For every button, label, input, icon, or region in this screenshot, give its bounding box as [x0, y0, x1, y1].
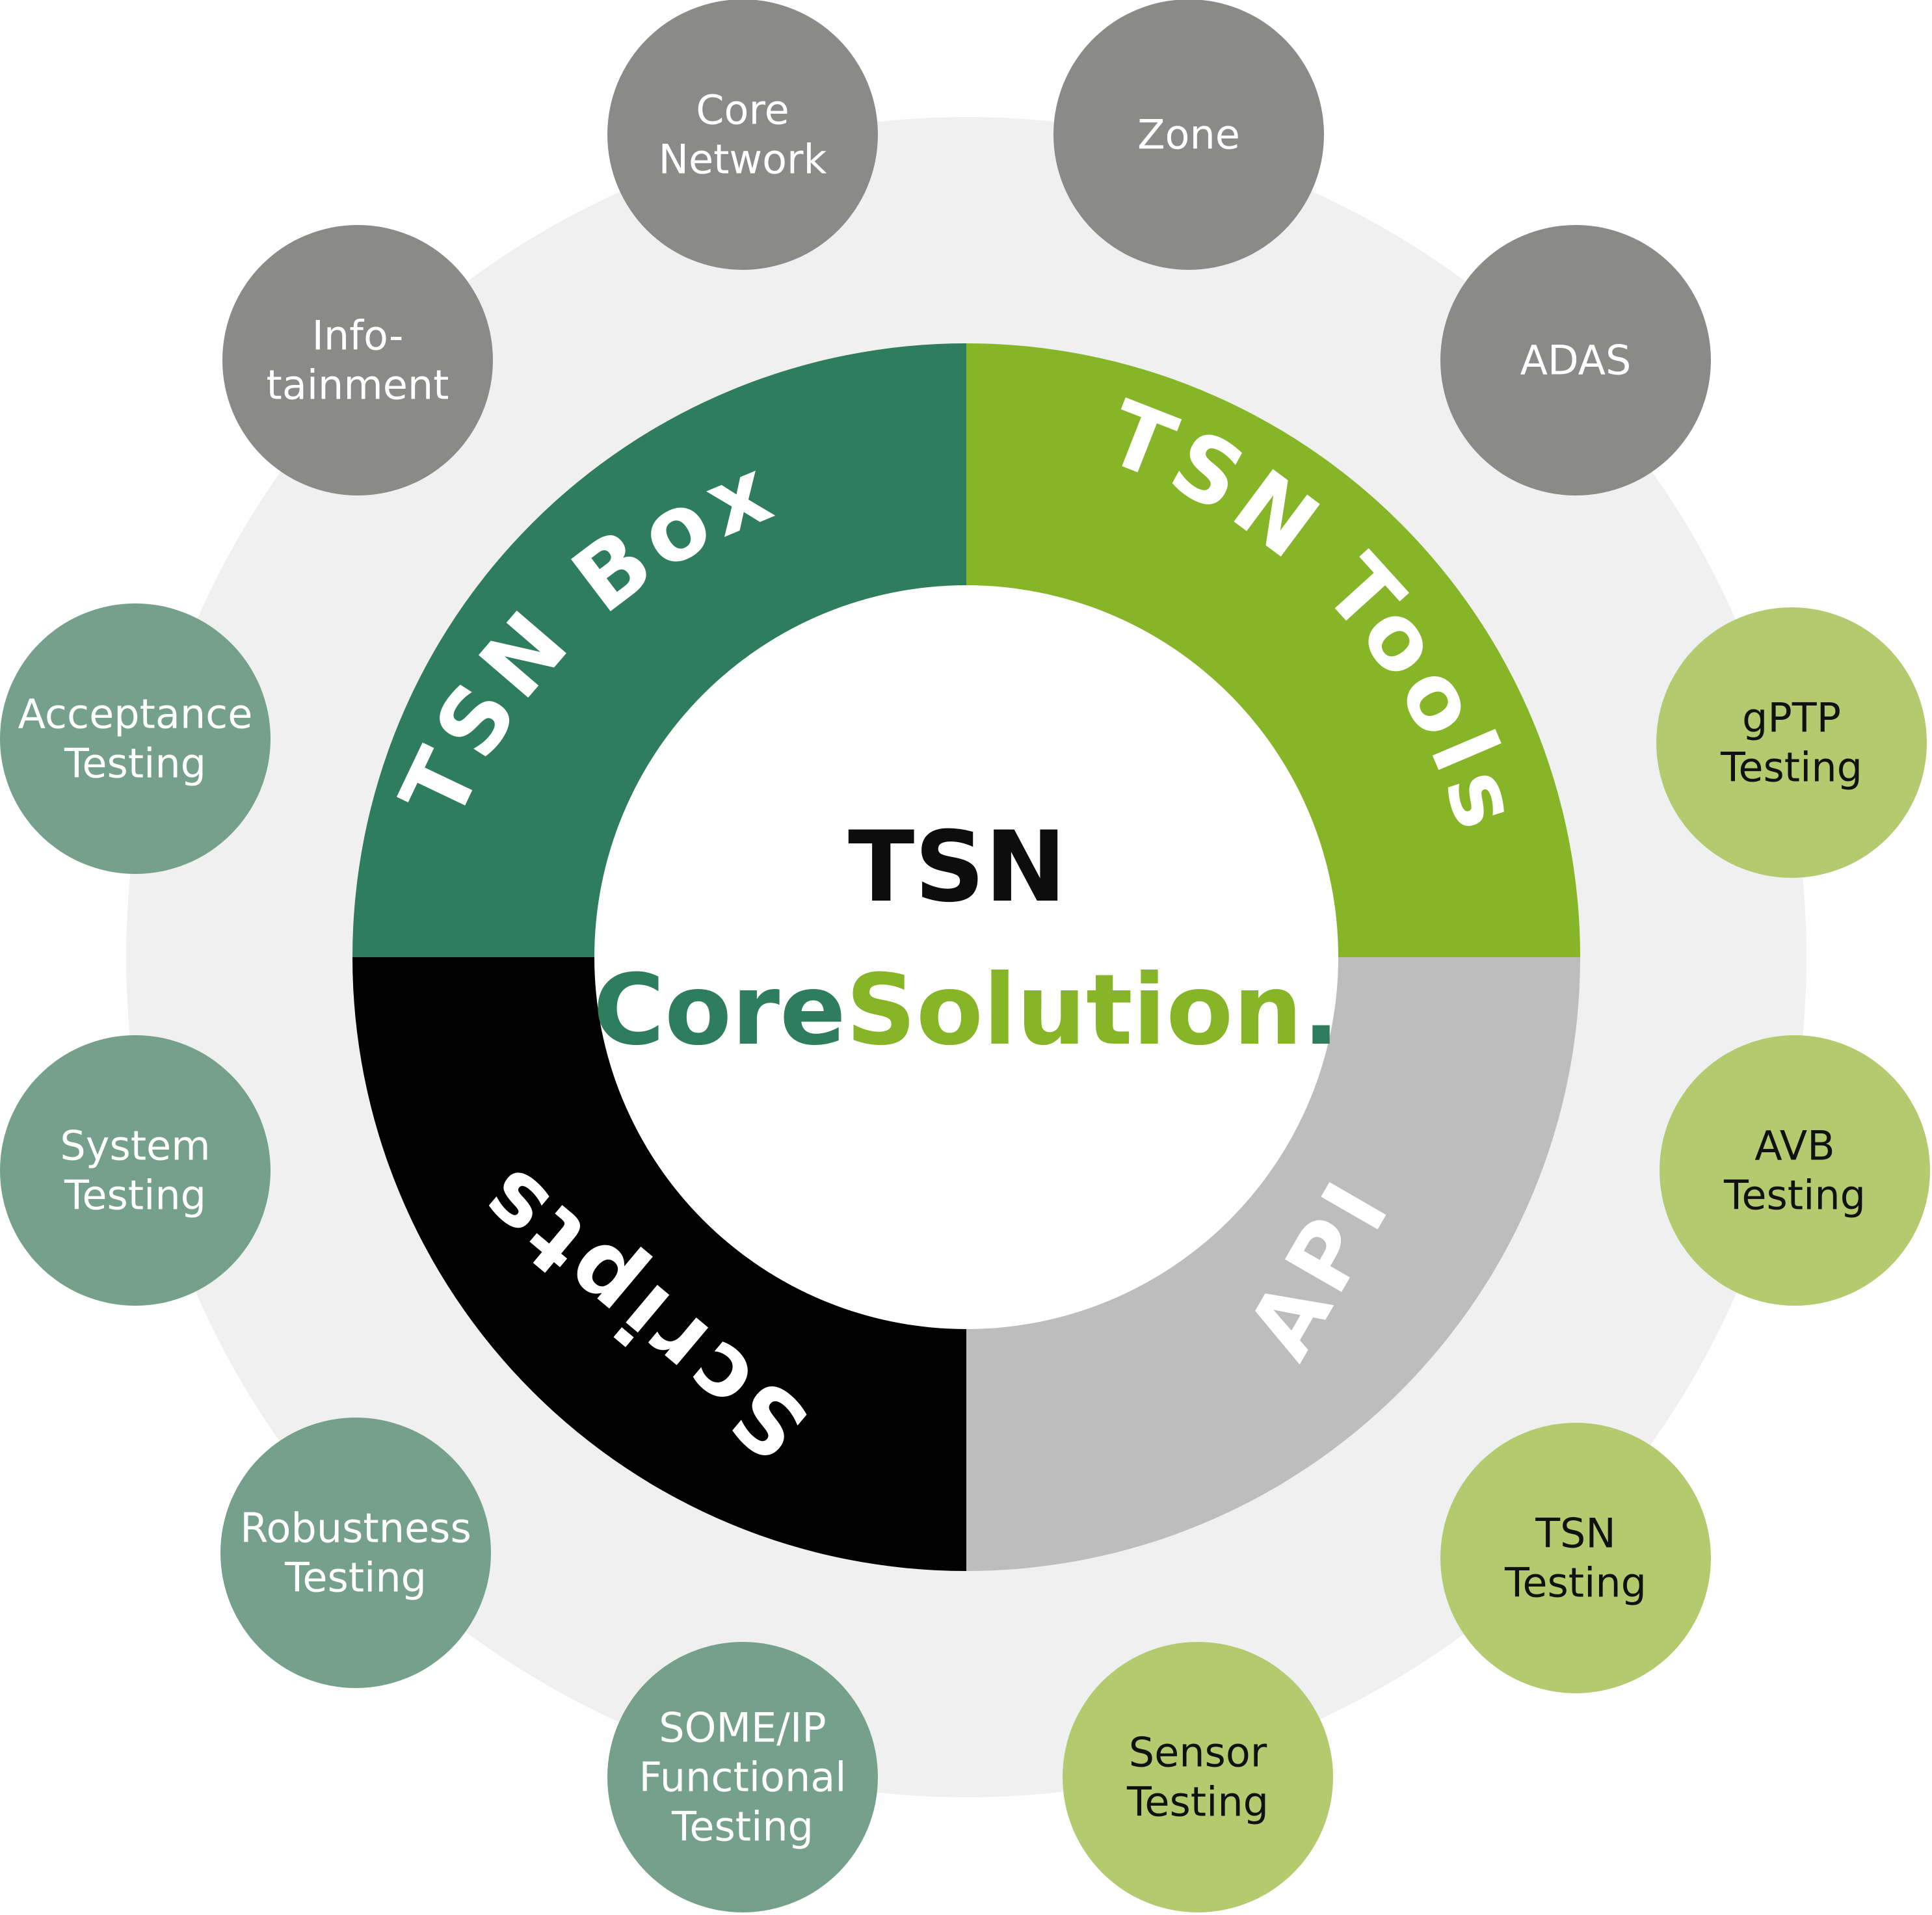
brand-dot: . [1303, 954, 1340, 1067]
node-adas[interactable]: ADAS [1440, 225, 1711, 495]
center-brand: CoreSolution. [593, 954, 1340, 1067]
node-label-infotainment: tainment [267, 362, 449, 409]
node-label-infotainment: Info- [312, 312, 404, 360]
node-label-core-network: Network [659, 136, 827, 183]
node-circle-infotainment [222, 225, 493, 495]
brand-part-solution: Solution [846, 954, 1303, 1067]
brand-part-core: Core [593, 954, 846, 1067]
node-label-gptp-testing: Testing [1720, 744, 1862, 791]
node-circle-someip-functional-testing [607, 1642, 878, 1912]
node-label-system-testing: Testing [64, 1172, 206, 1219]
node-label-zone: Zone [1137, 111, 1240, 159]
node-label-sensor-testing: Sensor [1129, 1729, 1267, 1776]
node-circle-acceptance-testing [0, 603, 271, 874]
center-title: TSN [848, 811, 1066, 924]
node-label-acceptance-testing: Acceptance [18, 691, 253, 738]
node-label-robustness-testing: Robustness [240, 1505, 471, 1552]
node-circle-adas [1440, 225, 1711, 495]
node-circle-system-testing [0, 1035, 271, 1306]
node-label-robustness-testing: Testing [284, 1554, 427, 1602]
node-label-tsn-testing: TSN [1535, 1510, 1616, 1557]
node-infotainment[interactable]: Info-tainment [222, 225, 493, 495]
node-label-someip-functional-testing: Testing [671, 1803, 814, 1851]
node-label-acceptance-testing: Testing [64, 740, 206, 787]
node-label-gptp-testing: gPTP [1742, 694, 1841, 742]
node-circle-gptp-testing [1656, 607, 1927, 878]
node-label-adas: ADAS [1520, 337, 1632, 384]
node-label-avb-testing: AVB [1754, 1122, 1834, 1170]
node-label-someip-functional-testing: Functional [639, 1754, 847, 1801]
node-label-someip-functional-testing: SOME/IP [659, 1704, 826, 1752]
node-label-core-network: Core [696, 86, 789, 134]
node-label-tsn-testing: Testing [1504, 1559, 1647, 1607]
node-zone[interactable]: Zone [1053, 0, 1324, 270]
node-label-sensor-testing: Testing [1126, 1778, 1269, 1826]
node-label-system-testing: System [60, 1122, 210, 1170]
node-circle-core-network [607, 0, 878, 270]
node-circle-robustness-testing [220, 1418, 491, 1688]
center-disc [594, 585, 1338, 1329]
node-label-avb-testing: Testing [1723, 1172, 1866, 1219]
node-circle-zone [1053, 0, 1324, 270]
node-circle-sensor-testing [1063, 1642, 1333, 1912]
node-circle-tsn-testing [1440, 1423, 1711, 1693]
node-circle-avb-testing [1660, 1035, 1930, 1306]
